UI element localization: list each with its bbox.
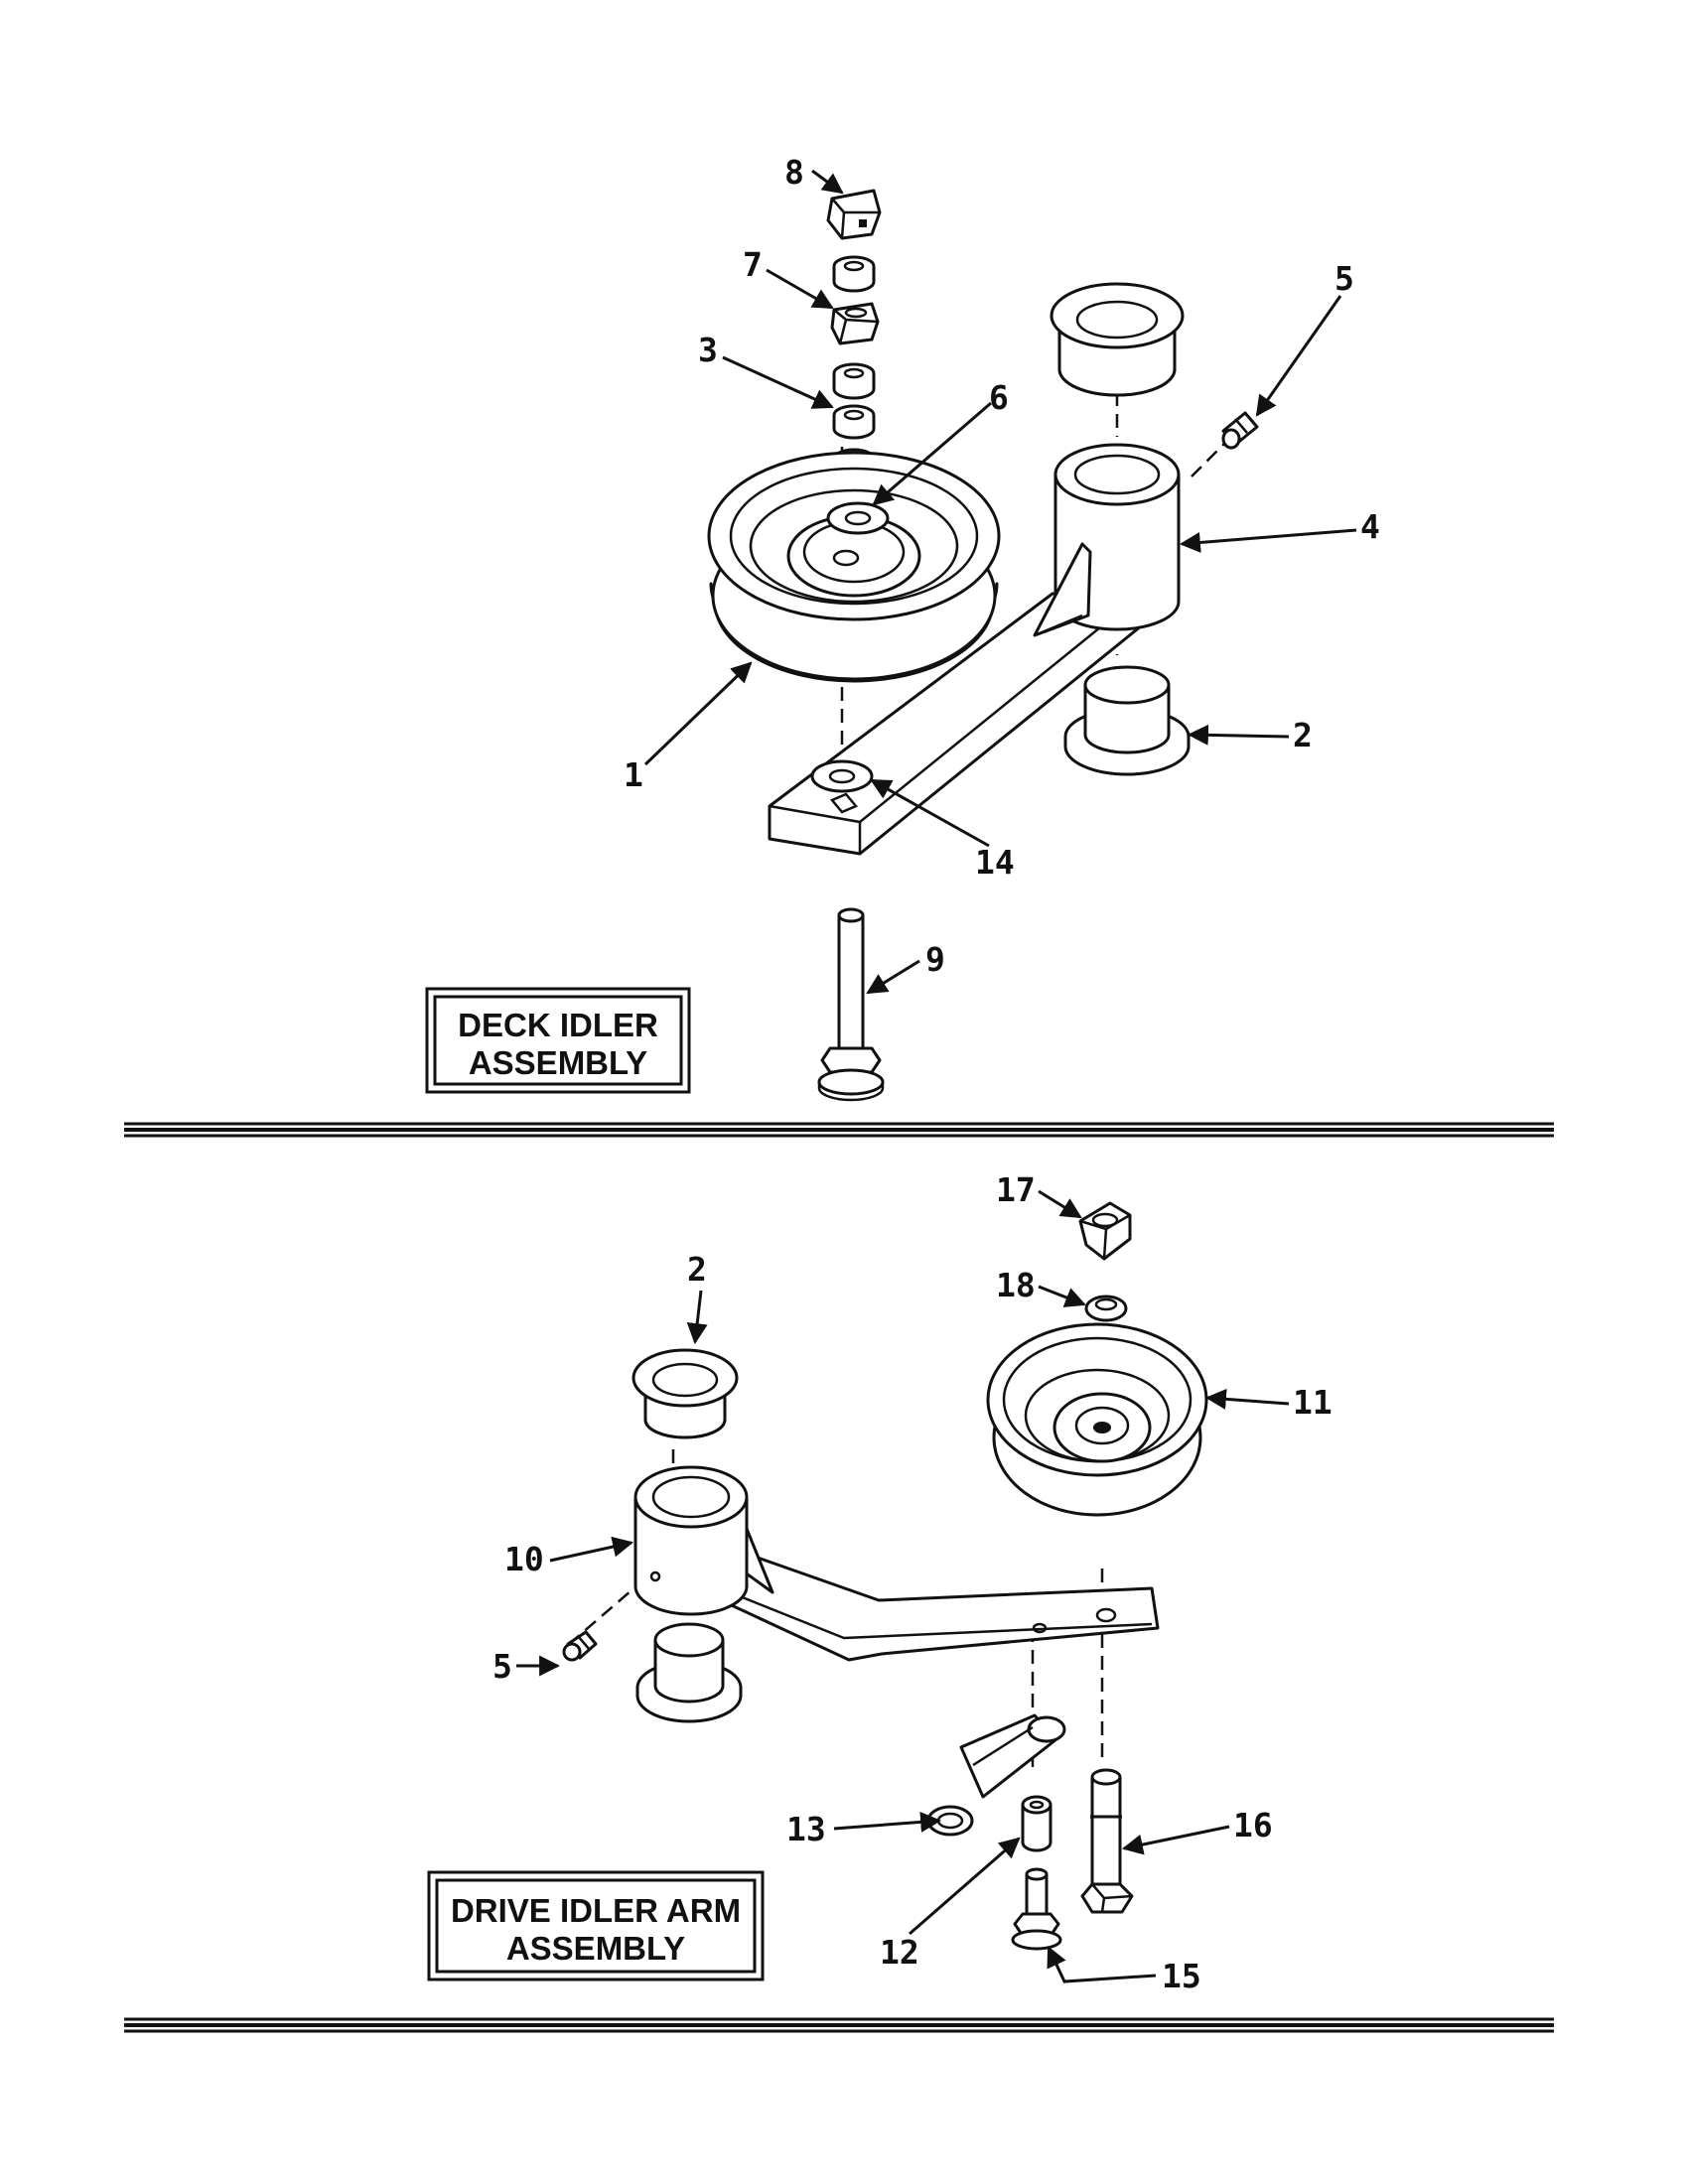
callout-number: 13 [786, 1810, 826, 1848]
callout-number: 17 [996, 1170, 1036, 1209]
callout-number: 1 [624, 755, 643, 794]
callout-11: 11 [1204, 1383, 1333, 1422]
drive-idler-title-box: DRIVE IDLER ARM ASSEMBLY [427, 1870, 765, 1981]
grease-fitting-part-5 [1221, 411, 1259, 450]
callout-number: 3 [698, 331, 718, 369]
callout-13: 13 [786, 1810, 942, 1848]
callout-number: 14 [975, 843, 1015, 882]
spacer-part-7 [832, 255, 876, 293]
callout-17: 18 [996, 1266, 1086, 1307]
flanged-bushing-part-2 [1063, 665, 1191, 776]
hex-bolt-part-18 [1080, 1768, 1134, 1914]
callout-8: 8 [784, 153, 844, 195]
callout-16: 17 [996, 1170, 1082, 1219]
spacer-part-12 [1021, 1795, 1052, 1852]
callout-number: 5 [492, 1647, 512, 1686]
hex-nut-part-8 [826, 189, 882, 240]
callout-number: 15 [1162, 1957, 1201, 1995]
deck-idler-title-box: DECK IDLER ASSEMBLY [425, 987, 691, 1094]
callout-number: 16 [1233, 1806, 1273, 1844]
grease-fitting-part-5 [562, 1630, 598, 1662]
grease-fitting-axis-line [573, 1577, 646, 1641]
callout-10: 10 [504, 1536, 634, 1578]
callout-15: 15 [1047, 1946, 1201, 1995]
shoulder-bolt-part-15 [1011, 1867, 1062, 1951]
lock-washer-part-17 [1084, 1295, 1128, 1322]
flanged-bushing-upper [1050, 282, 1185, 397]
callout-number: 5 [1334, 259, 1354, 298]
callout-7: 7 [743, 245, 834, 310]
carriage-bolt-part-9 [817, 907, 885, 1102]
flanged-bushing-part-2 [632, 1348, 739, 1439]
hex-nut-part-16 [1078, 1201, 1132, 1261]
callout-number: 9 [925, 940, 945, 979]
callout-9: 9 [866, 940, 945, 995]
callout-number: 11 [1293, 1383, 1333, 1422]
idler-arm-part-4 [768, 443, 1181, 856]
callout-number: 8 [784, 153, 804, 192]
callout-5: 5 [1255, 259, 1354, 417]
callout-number: 2 [687, 1250, 707, 1289]
title-line-1: DECK IDLER [458, 1007, 658, 1043]
callout-number: 7 [743, 245, 763, 284]
idler-pulley-part-11 [986, 1322, 1208, 1517]
extension-spring-part-13 [926, 1713, 1066, 1837]
bottom-divider [124, 2017, 1554, 2033]
title-line-2: ASSEMBLY [506, 1930, 685, 1967]
callout-number: 2 [1293, 716, 1313, 754]
flanged-bushing-lower [635, 1622, 743, 1723]
deck-idler-section: 8 7 3 6 5 4 2 1 [425, 153, 1380, 1102]
drive-idler-arm-part-10 [633, 1465, 1160, 1662]
callout-2: 2 [686, 1250, 708, 1345]
title-line-2: ASSEMBLY [469, 1044, 647, 1081]
section-divider [124, 1122, 1554, 1138]
callout-6: 6 [872, 378, 1009, 506]
callout-number: 18 [996, 1266, 1036, 1304]
callout-number: 12 [880, 1933, 919, 1972]
washer-part-6 [826, 501, 890, 535]
callout-5: 5 [492, 1647, 561, 1686]
callout-number: 6 [989, 378, 1009, 417]
callout-4: 4 [1179, 507, 1380, 553]
callout-18: 16 [1121, 1806, 1273, 1855]
drive-idler-section: 17 18 11 2 10 5 13 12 [427, 1170, 1333, 1995]
callout-number: 10 [504, 1540, 544, 1578]
callout-12: 12 [880, 1837, 1021, 1972]
callout-2: 2 [1187, 716, 1313, 754]
title-line-1: DRIVE IDLER ARM [451, 1892, 741, 1929]
idler-pulley-part-1 [707, 451, 1001, 683]
callout-number: 4 [1360, 507, 1380, 546]
callout-1: 1 [624, 661, 753, 794]
callout-3: 3 [698, 331, 834, 409]
lock-nut-part-7 [830, 302, 880, 345]
callout-14: 14 [870, 778, 1015, 882]
